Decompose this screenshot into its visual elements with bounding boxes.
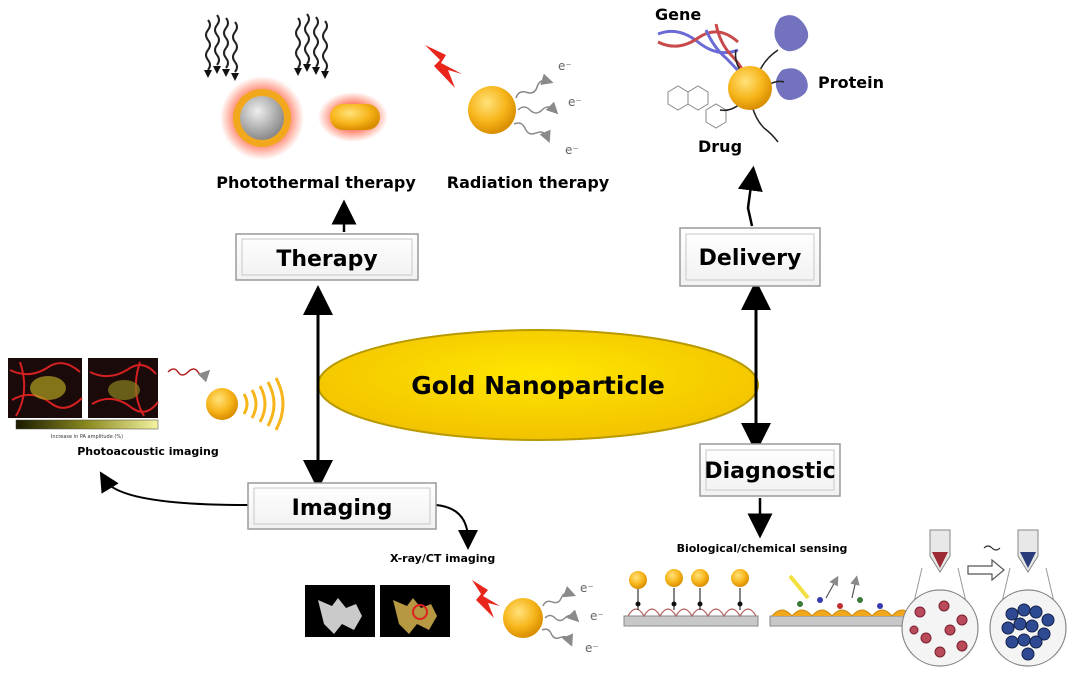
xray-illustration: X-ray/CT imaging e⁻ e⁻ e⁻ (305, 552, 604, 655)
delivery-nanoparticle-icon (728, 66, 772, 110)
tube-2-icon (1017, 529, 1039, 573)
photoacoustic-caption: Photoacoustic imaging (77, 445, 219, 458)
electron-label-2: e⁻ (568, 95, 582, 109)
protein-icon (774, 15, 809, 100)
analyte-dots (797, 597, 883, 609)
delivery-box: Delivery (679, 227, 821, 287)
electron-label-3: e⁻ (565, 143, 579, 157)
electron-label-1: e⁻ (558, 59, 572, 73)
drug-label: Drug (698, 137, 742, 156)
sensor-nanoparticles (629, 569, 749, 589)
photothermal-illustration: Photothermal therapy (204, 13, 416, 192)
imaging-box: Imaging (247, 482, 437, 530)
xray-electron-emission-icon (541, 586, 580, 647)
diagnostic-box: Diagnostic (699, 443, 841, 497)
connector-arrows (99, 165, 773, 550)
xray-caption: X-ray/CT imaging (390, 552, 495, 565)
colorbar-caption: Increase in PA amplitude (%) (51, 434, 123, 440)
xray-nanoparticle-icon (503, 598, 543, 638)
aggregation-illustration (901, 529, 1067, 667)
arrow-to-xray (435, 504, 478, 550)
light-rays-icon (205, 13, 328, 73)
arrow-to-delivery-image (737, 165, 763, 227)
electron-emission-icon (513, 73, 559, 144)
xray-electron-label-1: e⁻ (580, 581, 594, 595)
nanorod-icon (330, 104, 380, 130)
pa-nanoparticle-icon (206, 388, 238, 420)
therapy-box: Therapy (235, 233, 419, 281)
transition-arrow-icon (967, 558, 1005, 582)
radiation-illustration: e⁻ e⁻ e⁻ Radiation therapy (425, 45, 610, 192)
center-label: Gold Nanoparticle (411, 371, 665, 400)
radiation-caption: Radiation therapy (447, 173, 610, 192)
xray-lightning-icon (472, 580, 500, 618)
diagnostic-label: Diagnostic (704, 459, 835, 484)
sensor-substrate-1 (623, 615, 759, 627)
delivery-label: Delivery (699, 246, 802, 271)
xray-electron-label-2: e⁻ (590, 609, 604, 623)
nanoparticle-icon (468, 86, 516, 134)
photoacoustic-illustration: Increase in PA amplitude (%) Photoacoust… (8, 358, 285, 458)
central-ellipse: Gold Nanoparticle (317, 329, 759, 441)
delivery-illustration: Gene Protein Drug (655, 5, 884, 156)
protein-label: Protein (818, 73, 884, 92)
dna-icon (657, 23, 752, 85)
photothermal-caption: Photothermal therapy (216, 173, 416, 192)
imaging-label: Imaging (292, 496, 393, 521)
therapy-label: Therapy (276, 247, 377, 272)
xray-electron-label-3: e⁻ (585, 641, 599, 655)
lightning-icon (425, 45, 462, 88)
pa-colorbar (15, 419, 159, 430)
sensing-caption: Biological/chemical sensing (677, 542, 848, 555)
drug-molecule-icon (667, 85, 727, 129)
sensing-illustration: Biological/chemical sensing (623, 542, 913, 627)
tube-1-icon (929, 529, 951, 573)
gene-label: Gene (655, 5, 701, 24)
sensor-substrate-2 (769, 615, 905, 627)
sound-waves-icon (242, 377, 285, 431)
arrow-to-photoacoustic (99, 471, 249, 506)
